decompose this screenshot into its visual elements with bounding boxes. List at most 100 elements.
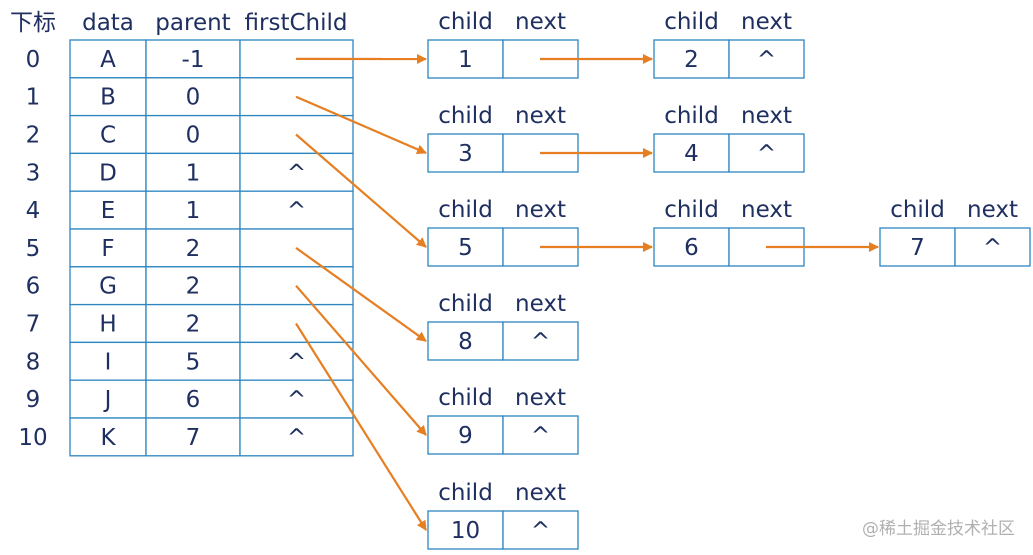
header-firstchild: firstChild xyxy=(245,10,348,36)
cell-firstchild: ^ xyxy=(287,387,306,413)
node-child-box xyxy=(427,227,504,267)
list-node: child next 5 xyxy=(427,197,579,267)
cell-data: H xyxy=(99,312,116,338)
child-list: child next 8 ^ xyxy=(427,291,579,361)
node-child-header: child xyxy=(664,103,719,129)
cell-data-box xyxy=(69,114,147,155)
node-next-value: ^ xyxy=(531,518,550,544)
cell-parent-box xyxy=(145,266,241,306)
cell-parent: -1 xyxy=(182,47,205,73)
node-child-box xyxy=(879,227,956,267)
cell-data-box xyxy=(69,341,147,381)
cell-data: B xyxy=(100,85,116,111)
node-next-header: next xyxy=(515,103,566,129)
cell-parent: 7 xyxy=(186,425,201,451)
cell-parent-box xyxy=(145,379,241,419)
node-child-box xyxy=(653,227,730,267)
cell-firstchild-box xyxy=(239,417,354,457)
node-child-box xyxy=(427,321,504,361)
cell-parent: 2 xyxy=(186,236,201,262)
header-index: 下标 xyxy=(10,10,56,36)
node-next-header: next xyxy=(515,9,566,35)
cell-data: A xyxy=(100,47,116,73)
node-child-header: child xyxy=(664,9,719,35)
node-child-header: child xyxy=(438,197,493,223)
row-index: 2 xyxy=(26,123,41,149)
cell-parent-box xyxy=(145,152,241,192)
cell-parent: 1 xyxy=(186,198,201,224)
node-child-header: child xyxy=(438,9,493,35)
cell-data: J xyxy=(103,387,112,413)
cell-parent: 6 xyxy=(186,387,201,413)
node-child-header: child xyxy=(890,197,945,223)
cell-firstchild-box xyxy=(239,341,354,381)
node-child-header: child xyxy=(438,385,493,411)
row-index: 6 xyxy=(26,274,41,300)
node-next-header: next xyxy=(741,197,792,223)
node-child-header: child xyxy=(438,291,493,317)
node-child-box xyxy=(653,133,730,173)
node-child-value: 6 xyxy=(684,235,699,261)
node-next-header: next xyxy=(515,291,566,317)
node-child-value: 9 xyxy=(458,423,473,449)
cell-firstchild-box xyxy=(239,379,354,419)
cell-data: F xyxy=(101,236,114,262)
node-next-box xyxy=(502,510,579,550)
cell-data: I xyxy=(105,349,112,375)
row-index: 10 xyxy=(18,425,47,451)
node-next-header: next xyxy=(741,103,792,129)
node-child-value: 8 xyxy=(458,329,473,355)
node-next-header: next xyxy=(515,480,566,506)
cell-firstchild-box xyxy=(239,303,354,344)
cell-data-box xyxy=(69,266,147,306)
list-node: child next 6 xyxy=(653,197,805,267)
cell-data: D xyxy=(99,160,117,186)
cell-firstchild-box xyxy=(239,190,354,230)
cell-data: K xyxy=(100,425,116,451)
node-next-header: next xyxy=(967,197,1018,223)
node-next-value: ^ xyxy=(757,141,776,167)
node-next-value: ^ xyxy=(983,235,1002,261)
row-index: 3 xyxy=(26,160,41,186)
node-child-value: 5 xyxy=(458,235,473,261)
node-child-box xyxy=(427,510,504,550)
cell-data: C xyxy=(100,123,116,149)
table-row: 1 B 0 xyxy=(26,77,354,117)
cell-parent: 0 xyxy=(186,85,201,111)
header-parent: parent xyxy=(155,10,230,36)
node-next-header: next xyxy=(515,197,566,223)
cell-parent-box xyxy=(145,77,241,117)
node-next-box xyxy=(728,39,805,79)
firstchild-pointer-arrow xyxy=(295,133,427,248)
node-child-header: child xyxy=(438,480,493,506)
node-next-value: ^ xyxy=(531,329,550,355)
cell-data-box xyxy=(69,190,147,230)
node-child-header: child xyxy=(664,197,719,223)
node-child-value: 3 xyxy=(458,141,473,167)
cell-parent: 2 xyxy=(186,274,201,300)
pointer-arrows xyxy=(295,53,879,531)
node-next-value: ^ xyxy=(531,423,550,449)
node-next-value: ^ xyxy=(757,47,776,73)
cell-firstchild: ^ xyxy=(287,425,306,451)
node-next-box xyxy=(954,227,1031,267)
row-index: 1 xyxy=(26,85,41,111)
node-next-box xyxy=(728,133,805,173)
cell-parent: 5 xyxy=(186,349,201,375)
firstchild-pointer-arrow xyxy=(295,247,427,342)
node-child-value: 4 xyxy=(684,141,699,167)
